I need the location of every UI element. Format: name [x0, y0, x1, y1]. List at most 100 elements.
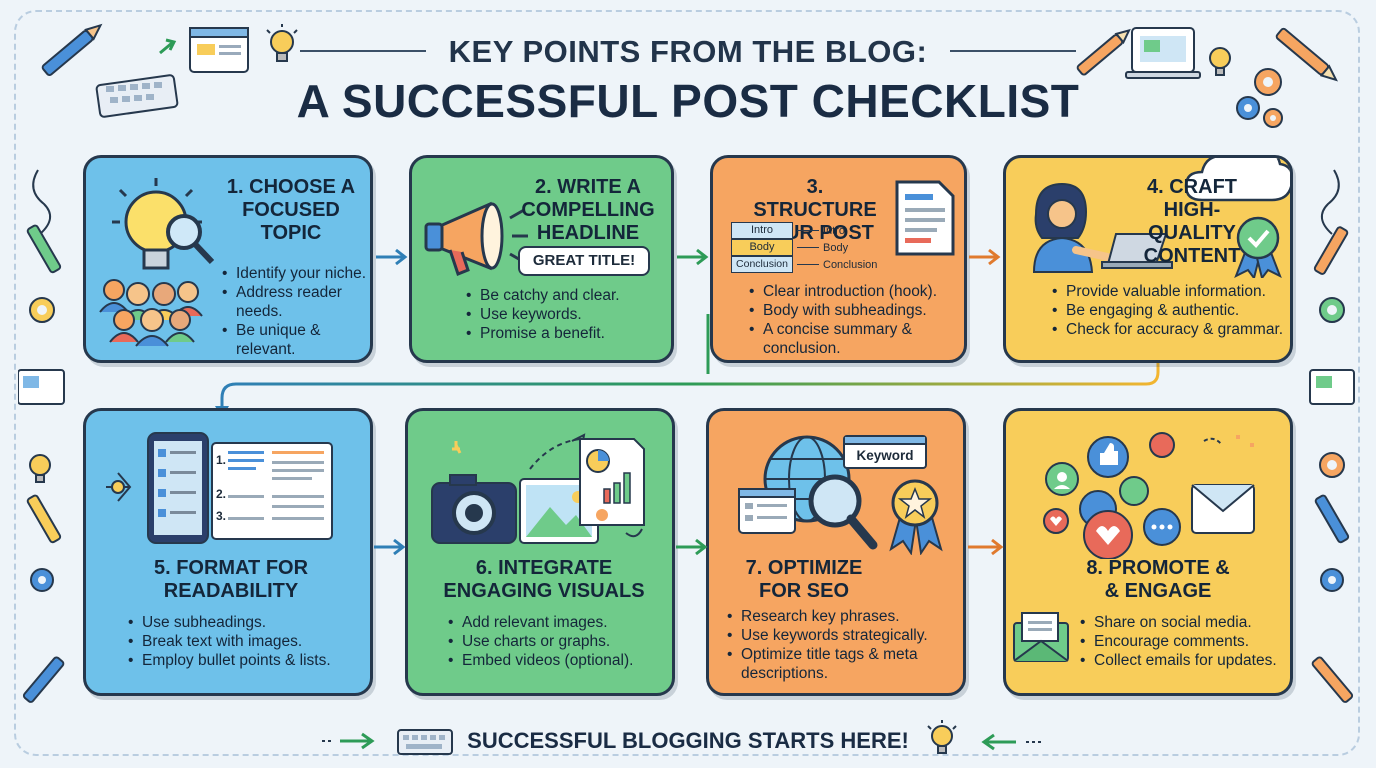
bullet-item: Break text with images.: [126, 632, 366, 651]
step-4-bullets: Provide valuable information. Be engagin…: [1050, 282, 1290, 339]
structure-arrow: [797, 229, 819, 232]
social-media-icon: [1043, 432, 1255, 559]
list-number: 1.: [216, 453, 227, 467]
bullet-item: Optimize title tags & meta descriptions.: [725, 645, 963, 683]
step-6-card: 6. INTEGRATE ENGAGING VISUALS Add releva…: [405, 408, 675, 696]
step-4-title-line: 4. CRAFT: [1147, 176, 1237, 198]
cloud-icon: [1184, 158, 1290, 202]
bullet-item: Use keywords strategically.: [725, 626, 963, 645]
top-right-decorations-icon: [1076, 27, 1338, 128]
title-rule-right: [950, 50, 1076, 52]
bullet-item: Promise a benefit.: [464, 324, 664, 343]
bullet-item: Be catchy and clear.: [464, 286, 664, 305]
step-1-bullets: Identify your niche. Address reader need…: [220, 264, 370, 359]
globe-search-icon: [738, 435, 943, 555]
body-box: Body: [731, 239, 793, 256]
bullet-item: Share on social media.: [1078, 613, 1290, 632]
bullet-item: Encourage comments.: [1078, 632, 1290, 651]
list-number: 3.: [216, 509, 227, 523]
step-5-title-line: READABILITY: [163, 580, 299, 602]
award-ribbon-icon: [1234, 216, 1282, 278]
bullet-item: A concise summary & conclusion.: [747, 320, 957, 358]
intro-box: Intro: [731, 222, 793, 239]
bullet-item: Provide valuable information.: [1050, 282, 1290, 301]
title-line-1: KEY POINTS FROM THE BLOG:: [448, 34, 928, 69]
step-2-bullets: Be catchy and clear. Use keywords. Promi…: [464, 286, 664, 343]
structure-arrow: [797, 246, 819, 249]
great-title-badge: GREAT TITLE!: [518, 246, 650, 276]
step-1-title: 1. CHOOSE A FOCUSED TOPIC: [226, 176, 356, 245]
body-label: Body: [823, 241, 849, 254]
structure-arrow: [797, 263, 819, 266]
step-8-card: 8. PROMOTE & & ENGAGE Share on social me…: [1003, 408, 1293, 696]
arrow-6-to-7-icon: [676, 538, 708, 556]
bullet-item: Collect emails for updates.: [1078, 651, 1290, 670]
bullet-item: Use charts or graphs.: [446, 632, 672, 651]
step-1-card: 1. CHOOSE A FOCUSED TOPIC Identify your …: [83, 155, 373, 363]
bullet-item: Use subheadings.: [126, 613, 366, 632]
step-5-title: 5. FORMAT FOR READABILITY: [106, 557, 356, 603]
bullet-item: Identify your niche.: [220, 264, 370, 283]
bullet-item: Check for accuracy & grammar.: [1050, 320, 1290, 339]
title-rule-left: [300, 50, 426, 52]
step-2-title-line: 2. WRITE A: [535, 176, 641, 198]
step-6-title: 6. INTEGRATE ENGAGING VISUALS: [422, 557, 666, 603]
arrow-3-to-4-icon: [969, 248, 1001, 266]
step-4-title-line: CONTENT: [1143, 245, 1241, 267]
footer-tagline: SUCCESSFUL BLOGGING STARTS HERE!: [467, 728, 909, 753]
title-line-2: A SUCCESSFUL POST CHECKLIST: [296, 75, 1080, 127]
arrow-7-to-8-icon: [968, 538, 1004, 556]
step-1-title-line: 1. CHOOSE A: [226, 176, 356, 198]
step-8-bullets: Share on social media. Encourage comment…: [1078, 613, 1290, 670]
camera-image-chart-icon: [431, 433, 645, 544]
step-7-bullets: Research key phrases. Use keywords strat…: [725, 607, 963, 683]
footer-left-decoration-icon: [322, 729, 453, 755]
phone-document-icon: [106, 432, 333, 544]
step-5-card: 1. 2. 3. 5. FORMAT FOR READABILITY Use s…: [83, 408, 373, 696]
step-5-bullets: Use subheadings. Break text with images.…: [126, 613, 366, 670]
step-6-bullets: Add relevant images. Use charts or graph…: [446, 613, 672, 670]
megaphone-icon: [424, 201, 528, 276]
bullet-item: Research key phrases.: [725, 607, 963, 626]
intro-label: Intro: [823, 224, 846, 237]
step-6-title-line: 6. INTEGRATE: [475, 557, 613, 579]
keyword-box: Keyword: [843, 435, 927, 469]
step-8-title-line: 8. PROMOTE &: [1086, 557, 1230, 579]
right-side-decorations-icon: [1309, 169, 1355, 703]
step-8-title-line: & ENGAGE: [1104, 580, 1212, 602]
step-3-title-line: 3. STRUCTURE: [753, 176, 877, 221]
arrow-1-to-2-icon: [376, 248, 408, 266]
step-4-card: 4. CRAFT HIGH-QUALITY CONTENT Provide va…: [1003, 155, 1293, 363]
bullet-item: Clear introduction (hook).: [747, 282, 957, 301]
step-7-card: Keyword 7. OPTIMIZE FOR SEO Research key…: [706, 408, 966, 696]
step-3-card: 3. STRUCTURE YOUR POST Intro Intro Body …: [710, 155, 967, 363]
step-4-title: 4. CRAFT HIGH-QUALITY CONTENT: [1122, 176, 1262, 268]
list-number: 2.: [216, 487, 227, 501]
step-2-title: 2. WRITE A COMPELLING HEADLINE: [508, 176, 668, 245]
top-left-decorations-icon: [41, 23, 249, 118]
step-2-title-line: HEADLINE: [536, 222, 640, 244]
step-7-title-line: 7. OPTIMIZE: [745, 557, 863, 579]
step-2-card: 2. WRITE A COMPELLING HEADLINE GREAT TIT…: [409, 155, 674, 363]
bullet-item: Add relevant images.: [446, 613, 672, 632]
conclusion-label: Conclusion: [823, 258, 878, 271]
keyword-box-bar: [845, 437, 925, 445]
step-6-title-line: ENGAGING VISUALS: [443, 580, 645, 602]
conclusion-box: Conclusion: [731, 256, 793, 273]
bullet-item: Use keywords.: [464, 305, 664, 324]
step-3-bullets: Clear introduction (hook). Body with sub…: [747, 282, 957, 358]
step-1-title-line: TOPIC: [260, 222, 322, 244]
step-2-title-line: COMPELLING: [521, 199, 655, 221]
lightbulb-icon: [266, 24, 298, 62]
decorative-frame: [14, 10, 1360, 756]
step-8-title: 8. PROMOTE & & ENGAGE: [1068, 557, 1248, 603]
structure-row-conclusion: Conclusion Conclusion: [731, 256, 889, 273]
bullet-item: Embed videos (optional).: [446, 651, 672, 670]
arrow-2-to-3-icon: [677, 248, 709, 266]
bullet-item: Address reader needs.: [220, 283, 370, 321]
step-4-title-line: HIGH-QUALITY: [1148, 199, 1236, 244]
writer-laptop-icon: [1032, 182, 1173, 273]
step-7-title: 7. OPTIMIZE FOR SEO: [729, 557, 879, 603]
bullet-item: Employ bullet points & lists.: [126, 651, 366, 670]
